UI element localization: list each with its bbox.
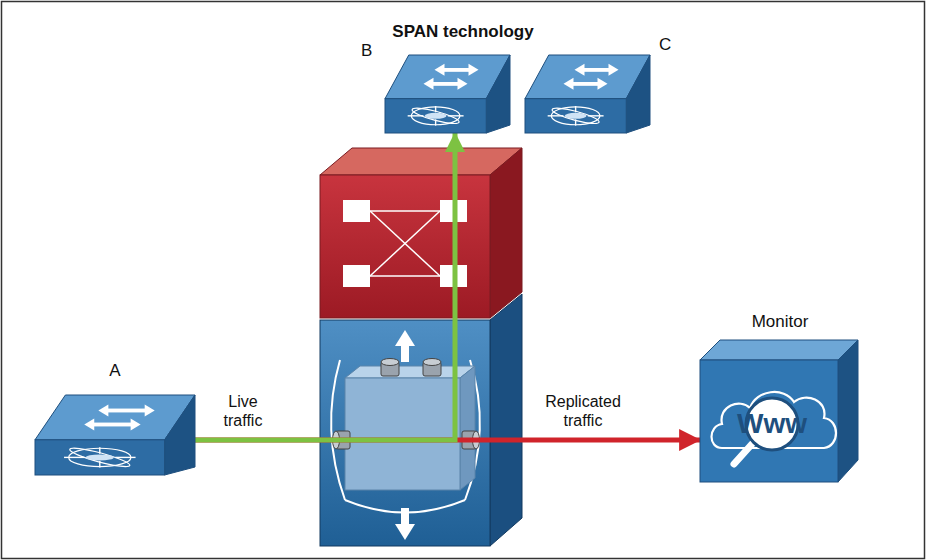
switch-node: C: [525, 55, 650, 133]
diagram-title: SPAN technology: [392, 22, 533, 42]
switch-node: B: [385, 55, 510, 133]
node-label: B: [361, 41, 372, 61]
fabric-module: [320, 148, 522, 318]
switch-icon: [385, 55, 510, 133]
monitor-node: MonitorWww: [700, 340, 858, 482]
edge-label: Live traffic: [208, 393, 278, 430]
node-label: Monitor: [752, 312, 809, 332]
switch-icon: [525, 55, 650, 133]
switch-node: A: [35, 395, 195, 475]
switch-icon: [35, 395, 195, 475]
switch-chassis: [320, 294, 522, 546]
icon-text: Www: [737, 408, 807, 440]
node-label: A: [109, 361, 120, 381]
edge-label: Replicated traffic: [533, 393, 633, 430]
node-label: C: [659, 35, 671, 55]
live-traffic-arrow: [195, 133, 455, 440]
